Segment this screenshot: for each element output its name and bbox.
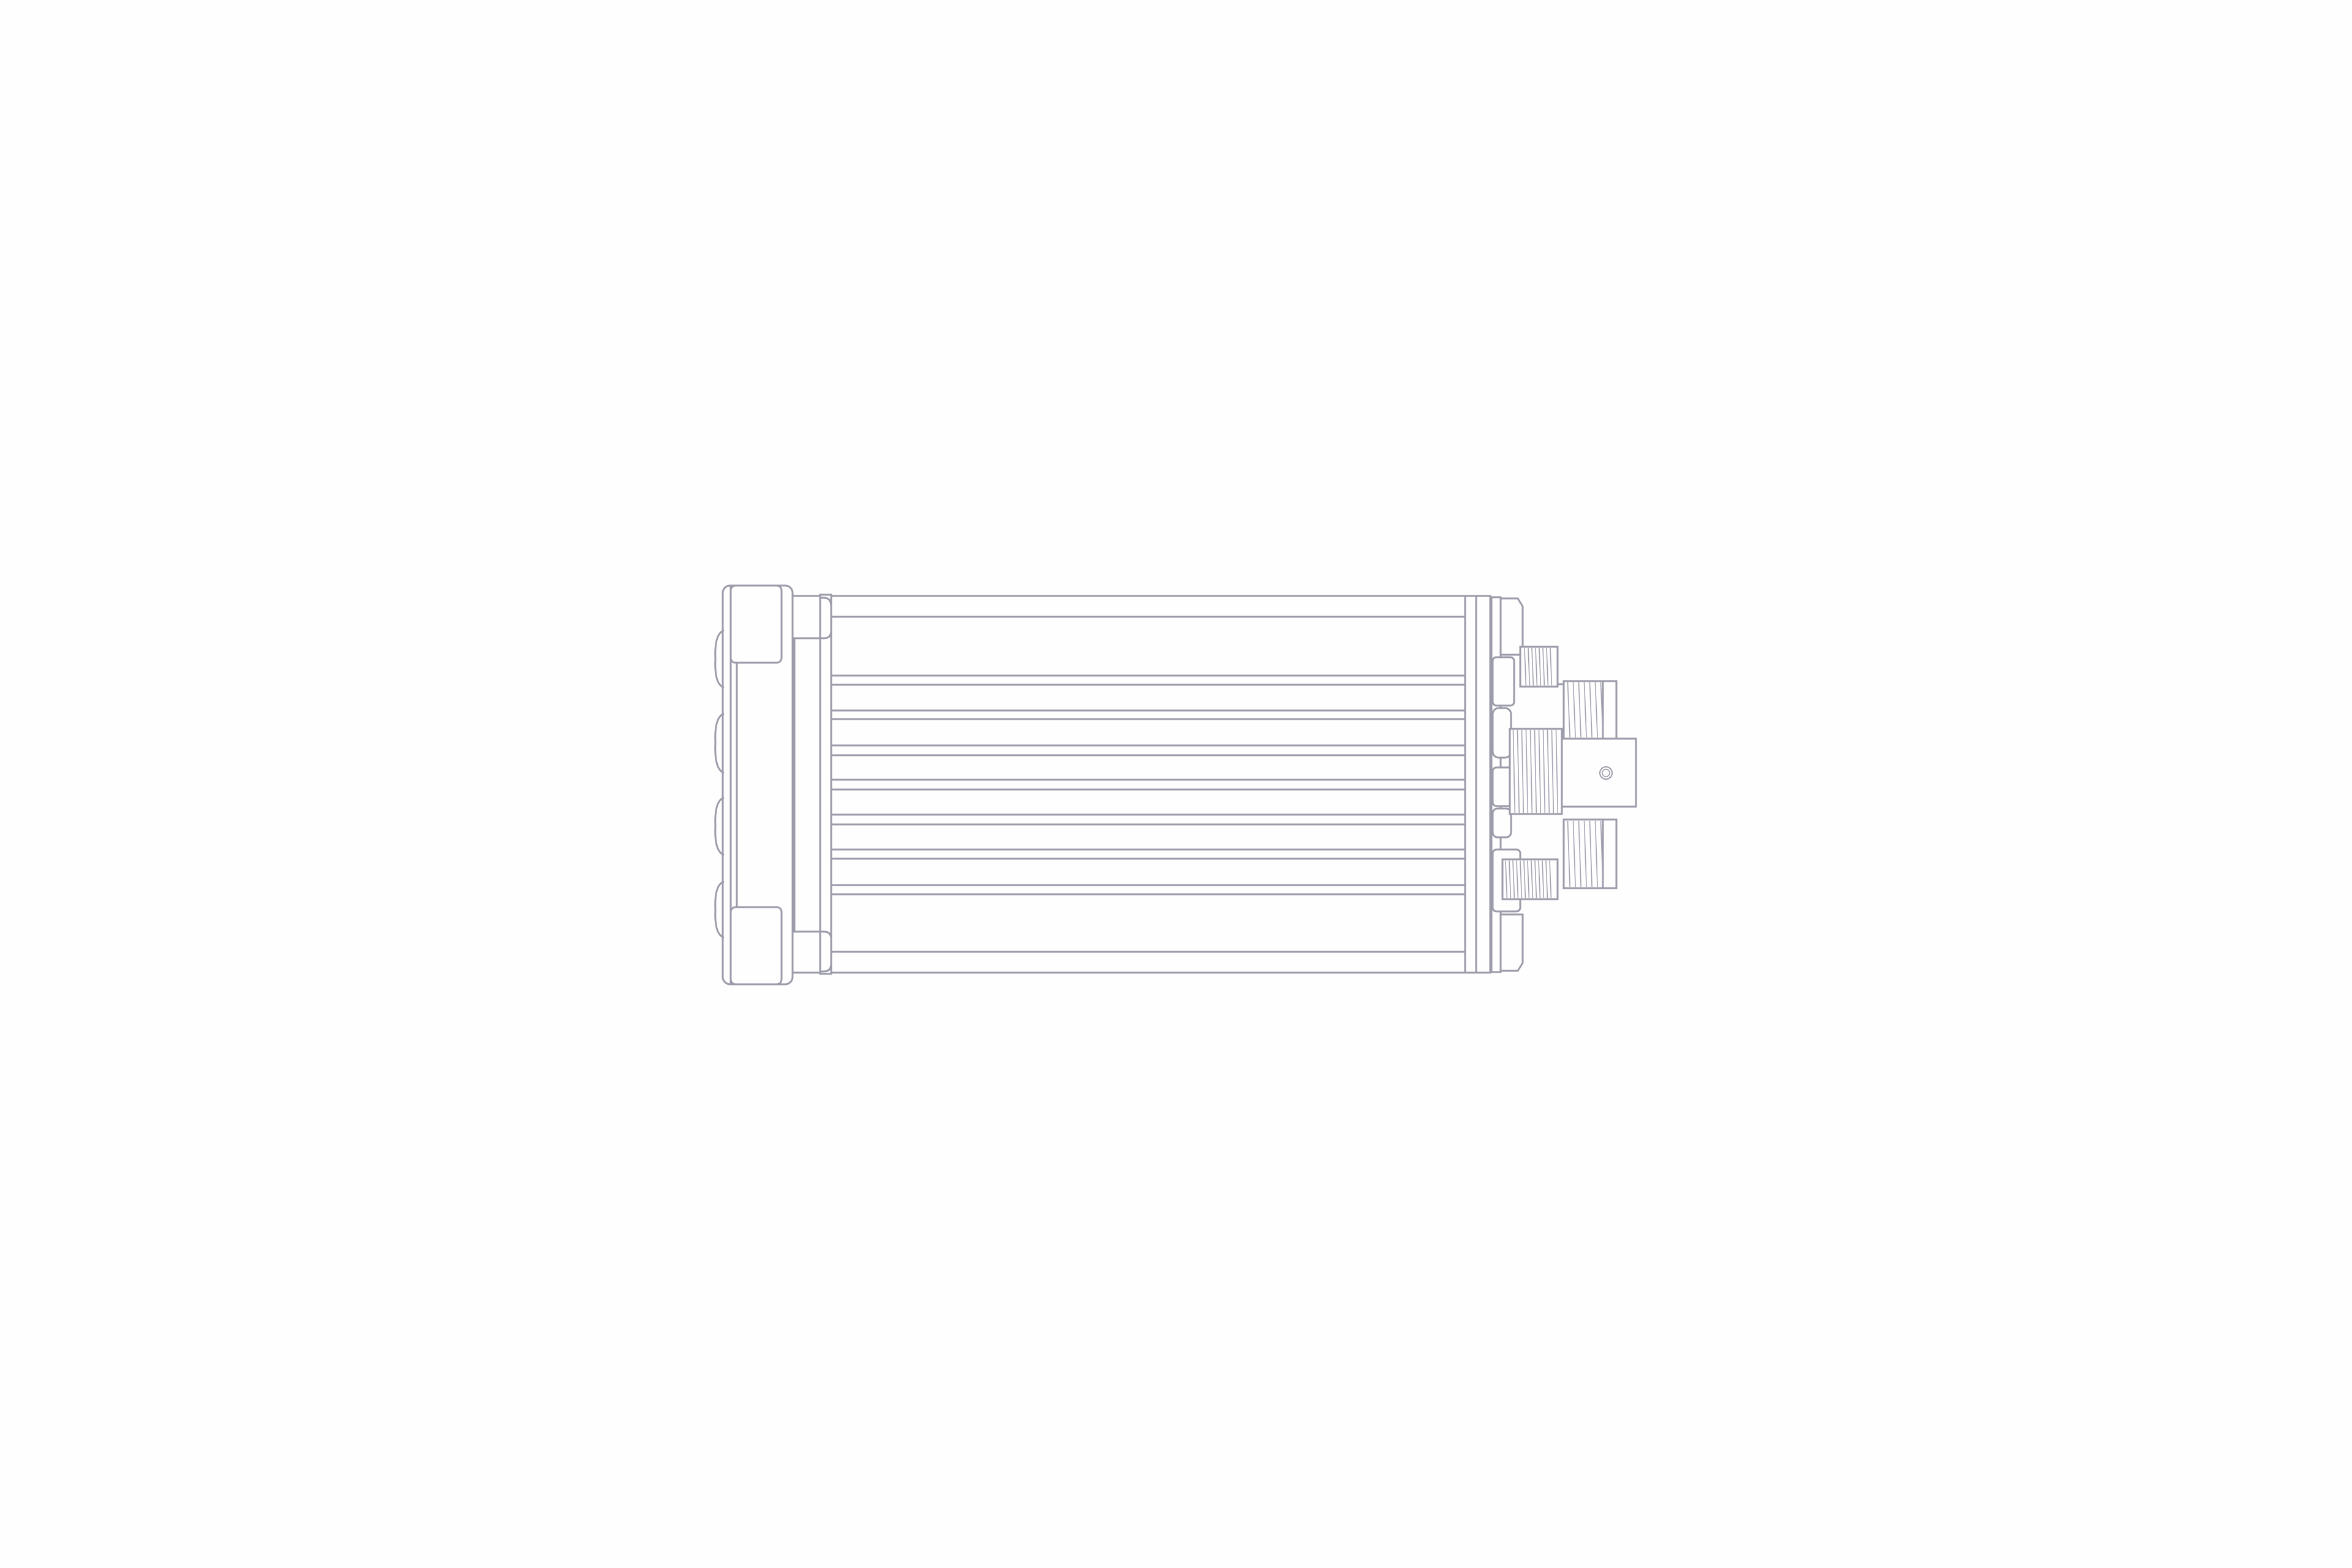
flange-round (820, 930, 832, 973)
thread-line (1551, 729, 1555, 813)
neck-bottom-block (791, 930, 821, 974)
thread-line (1525, 729, 1529, 813)
thread-line (1542, 729, 1546, 813)
thread-line (1542, 860, 1545, 899)
thread-line (1538, 729, 1542, 813)
thread-line (1505, 860, 1508, 899)
thread-line (1589, 682, 1593, 738)
thread-line (1578, 820, 1581, 888)
thread-line (1531, 860, 1534, 899)
thread-line (1594, 820, 1598, 888)
thread-line (1578, 682, 1581, 738)
flange (819, 594, 832, 975)
thread-line (1527, 860, 1530, 899)
thread-line (1535, 647, 1538, 686)
button-knob (714, 796, 725, 856)
thread-line (1546, 647, 1549, 686)
thread-line (1523, 860, 1526, 899)
flange-round (820, 597, 832, 639)
thread-line (1517, 729, 1520, 813)
neck (791, 594, 832, 975)
main-body (830, 595, 1491, 974)
thread-line (1509, 860, 1512, 899)
hex-nut (1491, 656, 1515, 707)
thread-line (1534, 860, 1537, 899)
thread-line (1521, 729, 1525, 813)
sma-connector-bottom (1501, 858, 1559, 900)
thread-line (1572, 682, 1576, 738)
cap-bottom-tab (729, 906, 783, 986)
hex-nut (1491, 707, 1512, 759)
thread-line (1572, 820, 1576, 888)
thread-line (1555, 729, 1559, 813)
cap-top-tab (729, 584, 783, 664)
thread-line (1524, 647, 1527, 686)
thread-line (1520, 860, 1523, 899)
end-cap-bottom (1501, 913, 1524, 972)
thread-line (1567, 820, 1570, 888)
thread-line (1531, 647, 1534, 686)
thread-line (1550, 647, 1553, 686)
thread-line (1567, 682, 1570, 738)
thread-line (1589, 820, 1593, 888)
neck-top-block (791, 595, 821, 639)
thread-line (1583, 682, 1587, 738)
thread-line (1538, 860, 1541, 899)
button-knob (714, 629, 725, 689)
thread-line (1542, 647, 1545, 686)
thread-line (1600, 820, 1604, 888)
connectors (1491, 646, 1637, 913)
thread-line (1516, 860, 1519, 899)
thread-line (1534, 729, 1537, 813)
thread-line (1583, 820, 1587, 888)
button-knob (714, 880, 725, 939)
left-end-cap (714, 584, 794, 986)
hex-nut (1491, 807, 1512, 839)
connector-hole-inner (1602, 769, 1610, 777)
connector-hole (1599, 766, 1613, 780)
thread-line (1594, 682, 1598, 738)
center-connector-box (1561, 737, 1637, 808)
thread-line (1549, 860, 1552, 899)
thread-line (1600, 682, 1604, 738)
thread-line (1547, 729, 1550, 813)
thread-line (1528, 647, 1531, 686)
thread-line (1512, 729, 1516, 813)
body-outline (830, 595, 1491, 974)
thread-line (1512, 860, 1515, 899)
thread-line (1539, 647, 1542, 686)
thread-line (1529, 729, 1533, 813)
thread-line (1545, 860, 1548, 899)
button-knob (714, 712, 725, 774)
end-cap-top (1501, 597, 1524, 656)
